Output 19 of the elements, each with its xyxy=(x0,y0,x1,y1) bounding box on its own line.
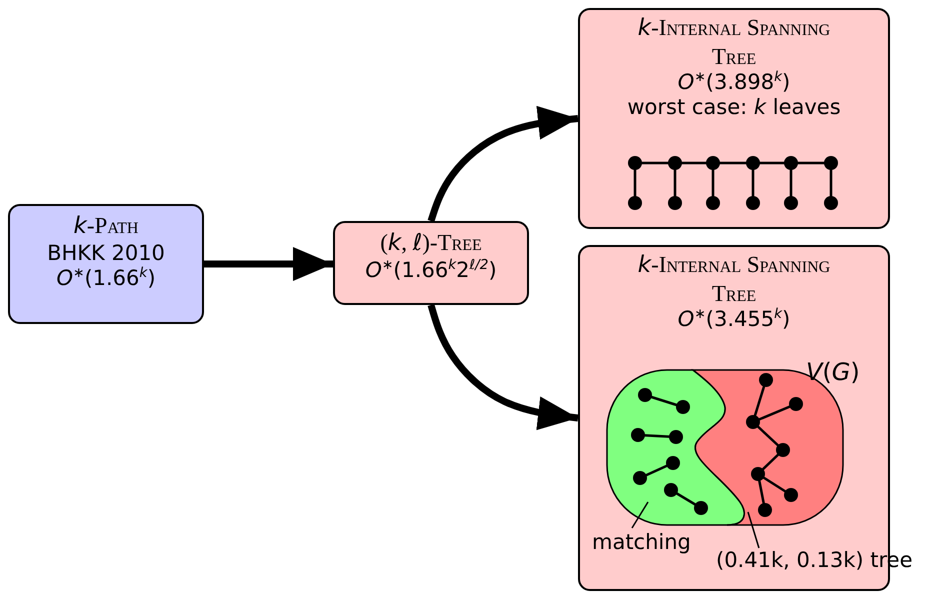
leader-line xyxy=(747,512,760,548)
arrow xyxy=(428,106,578,222)
algorithm-box xyxy=(333,221,529,305)
node-title: k-Internal Spanning Tree xyxy=(636,14,832,70)
arrow xyxy=(428,304,578,430)
node-text: BHKK 2010 xyxy=(47,240,165,266)
complexity-text: O$^{∗}$(1.66$^{k}$2$^{ℓ/2}$) xyxy=(365,258,497,283)
algorithm-box xyxy=(578,8,890,229)
node-title: k-Path xyxy=(74,212,138,241)
arrow xyxy=(204,247,333,281)
problem-box xyxy=(8,204,204,324)
complexity-text: O$^{∗}$(3.898$^{k}$) xyxy=(678,70,790,96)
complexity-text: O$^{∗}$(1.66$^{k}$) xyxy=(56,266,156,291)
node-text: worst case: k leaves xyxy=(627,95,841,121)
set-label: V(G) xyxy=(806,358,860,387)
node-title: (k, ℓ)-Tree xyxy=(380,229,482,258)
annotation-text: matching xyxy=(592,530,691,556)
node-title: k-Internal Spanning Tree xyxy=(636,251,832,308)
complexity-text: O$^{∗}$(3.455$^{k}$) xyxy=(678,307,790,332)
